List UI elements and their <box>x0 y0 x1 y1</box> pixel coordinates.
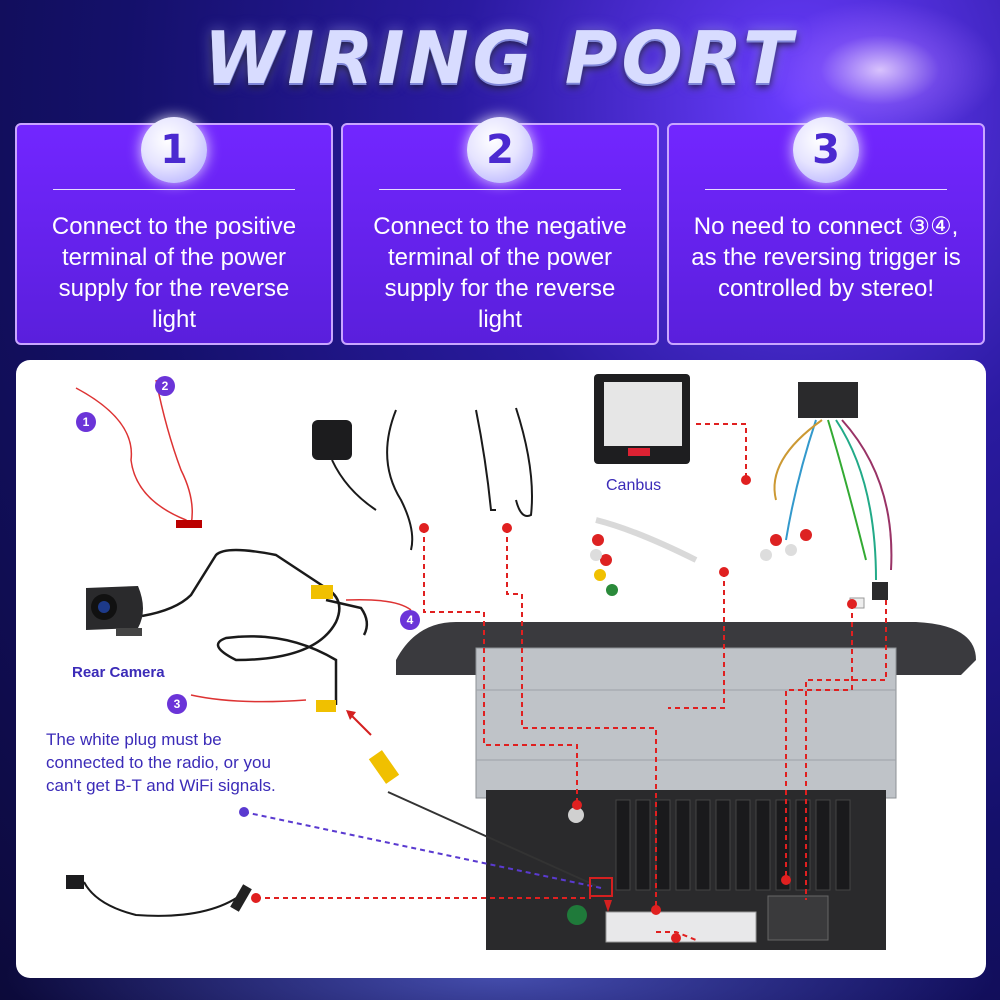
page-title: WIRING PORT <box>203 16 797 100</box>
note-pointer-dot <box>239 807 249 817</box>
white-plug-highlight <box>589 877 613 897</box>
power-connector <box>176 520 202 528</box>
canbus-box-illustration <box>594 374 690 464</box>
step-description: No need to connect ③④, as the reversing … <box>691 213 961 302</box>
connection-points <box>251 475 857 943</box>
rca-yellow-connector <box>368 750 400 784</box>
rear-camera-illustration <box>86 586 143 636</box>
power-wires <box>75 379 412 703</box>
background-glow <box>760 0 1000 140</box>
wiring-diagram-panel: 1 2 3 4 Canbus Rear Camera The white plu… <box>16 360 986 978</box>
gps-antenna-illustration <box>312 409 414 551</box>
step-description: Connect to the positive terminal of the … <box>51 213 297 333</box>
usb-cable-illustration <box>475 407 533 517</box>
arrow-icon <box>604 900 612 912</box>
step-number-badge: 1 <box>141 117 207 183</box>
marker-2: 2 <box>155 376 175 396</box>
step-number-badge: 2 <box>467 117 533 183</box>
arrow-icon <box>346 710 356 720</box>
wiring-diagram <box>66 374 976 950</box>
camera-cable <box>141 548 369 705</box>
note-pointer-line <box>243 811 602 889</box>
step-card-2: 2 Connect to the negative terminal of th… <box>341 117 659 345</box>
marker-1: 1 <box>76 412 96 432</box>
step-card-1: 1 Connect to the positive terminal of th… <box>15 117 333 345</box>
rear-camera-label: Rear Camera <box>72 664 165 681</box>
canbus-label: Canbus <box>606 477 662 494</box>
rca-yellow-connector <box>316 700 336 712</box>
divider <box>705 189 947 190</box>
white-plug-note: The white plug must be connected to the … <box>46 730 276 795</box>
step-card-3: 3 No need to connect ③④, as the reversin… <box>667 117 985 345</box>
wifi-antenna-illustration <box>66 875 252 917</box>
rca-yellow-connector <box>311 585 333 599</box>
arrow-icon <box>350 714 372 736</box>
routing-lines <box>256 423 887 941</box>
divider <box>379 189 621 190</box>
marker-3: 3 <box>167 694 187 714</box>
step-number-badge: 3 <box>793 117 859 183</box>
step-description: Connect to the negative terminal of the … <box>373 213 627 333</box>
main-harness-illustration <box>760 382 893 609</box>
marker-4: 4 <box>400 610 420 630</box>
wifi-antenna-cable <box>387 791 602 889</box>
head-unit-illustration <box>396 622 976 950</box>
rca-harness-illustration <box>590 517 698 596</box>
divider <box>53 189 295 190</box>
